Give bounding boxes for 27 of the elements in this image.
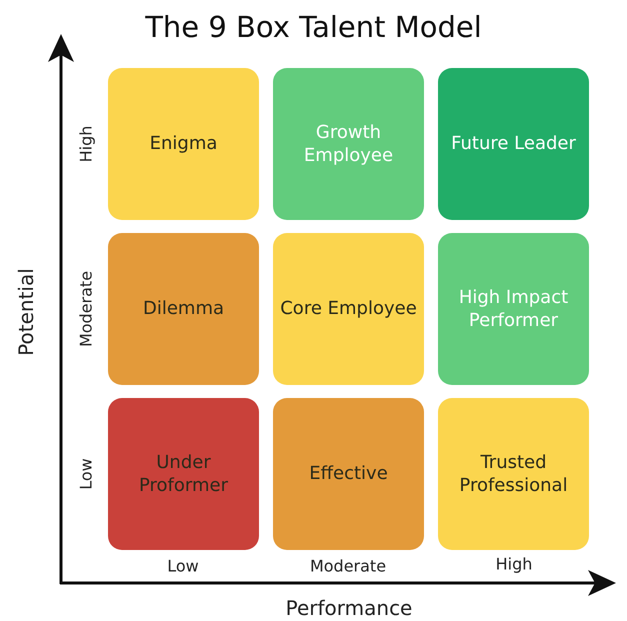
box-label: Growth Employee (302, 120, 394, 168)
box-label: High Impact Performer (458, 286, 570, 332)
axis-tick-label: Low (167, 556, 199, 576)
axis-title: Potential (14, 268, 38, 356)
talent-box (273, 398, 424, 550)
box-label: Trusted Professional (458, 450, 569, 498)
talent-box (108, 398, 259, 550)
title: The 9 Box Talent Model (144, 10, 483, 44)
box-label: Effective (309, 462, 388, 486)
talent-box (273, 68, 424, 220)
axis-title: Performance (286, 596, 412, 620)
axis-tick-label: Moderate (76, 270, 96, 348)
axis-tick-label: High (76, 126, 96, 162)
talent-box (438, 233, 589, 385)
talent-box (108, 68, 259, 220)
talent-box (438, 398, 589, 550)
axis-tick-label: Low (76, 458, 96, 490)
box-label: Enigma (150, 132, 218, 156)
box-label: Future Leader (451, 132, 576, 156)
talent-box (438, 68, 589, 220)
box-label: Core Employee (280, 297, 417, 321)
axis-tick-label: Moderate (310, 556, 386, 576)
talent-box (108, 233, 259, 385)
box-label: Dilemma (142, 297, 224, 321)
box-label: Under Proformer (138, 450, 229, 498)
talent-box (273, 233, 424, 385)
axis-tick-label: High (496, 554, 532, 574)
